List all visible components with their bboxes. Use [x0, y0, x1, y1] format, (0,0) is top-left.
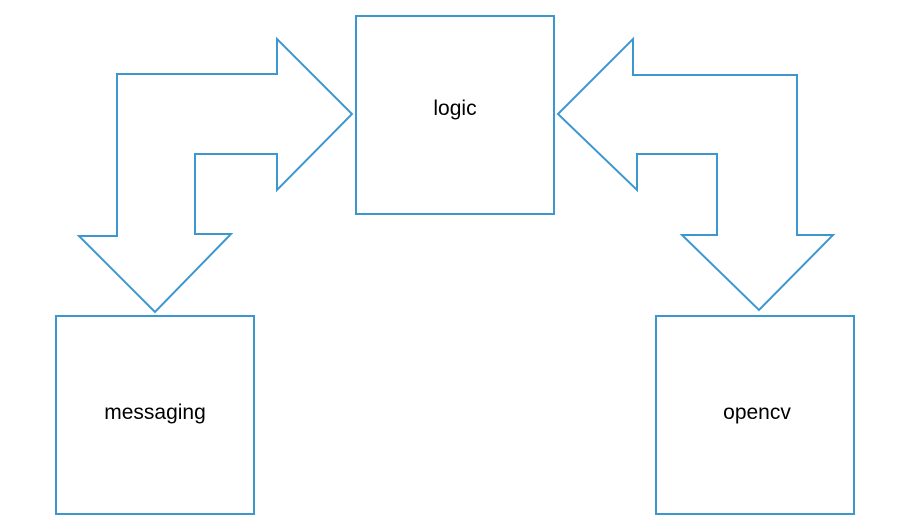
node-opencv: opencv [655, 315, 855, 515]
node-messaging: messaging [55, 315, 255, 515]
arrow-logic-opencv [556, 36, 836, 312]
node-opencv-box [655, 315, 855, 515]
node-logic-box [355, 15, 555, 215]
node-messaging-box [55, 315, 255, 515]
node-logic-label: logic [433, 97, 476, 120]
node-logic: logic [355, 15, 555, 215]
node-messaging-label: messaging [104, 401, 206, 424]
node-opencv-label: opencv [723, 401, 791, 424]
arrow-messaging-logic [76, 36, 354, 314]
